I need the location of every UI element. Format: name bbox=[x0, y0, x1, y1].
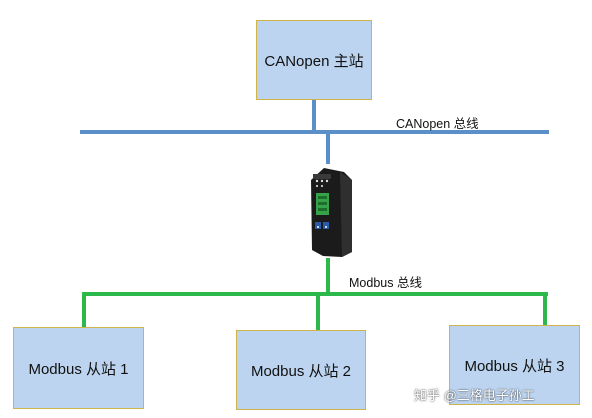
canopen-bus-label: CANopen 总线 bbox=[396, 117, 479, 131]
canopen-master-label: CANopen 主站 bbox=[264, 52, 364, 70]
modbus-slave-3-box: Modbus 从站 3 bbox=[449, 325, 580, 405]
canopen-master-box: CANopen 主站 bbox=[256, 20, 372, 100]
watermark: 知乎 @三格电子孙工 bbox=[414, 388, 535, 403]
modbus-slave-3-label: Modbus 从站 3 bbox=[464, 357, 565, 375]
modbus-slave-2-label: Modbus 从站 2 bbox=[250, 362, 352, 380]
gateway-device-icon bbox=[311, 168, 352, 257]
modbus-slave-1-box: Modbus 从站 1 bbox=[13, 327, 144, 409]
modbus-slave-2-box: Modbus 从站 2 bbox=[236, 330, 366, 410]
modbus-slave-1-label: Modbus 从站 1 bbox=[28, 360, 129, 378]
modbus-bus-label: Modbus 总线 bbox=[349, 276, 422, 290]
